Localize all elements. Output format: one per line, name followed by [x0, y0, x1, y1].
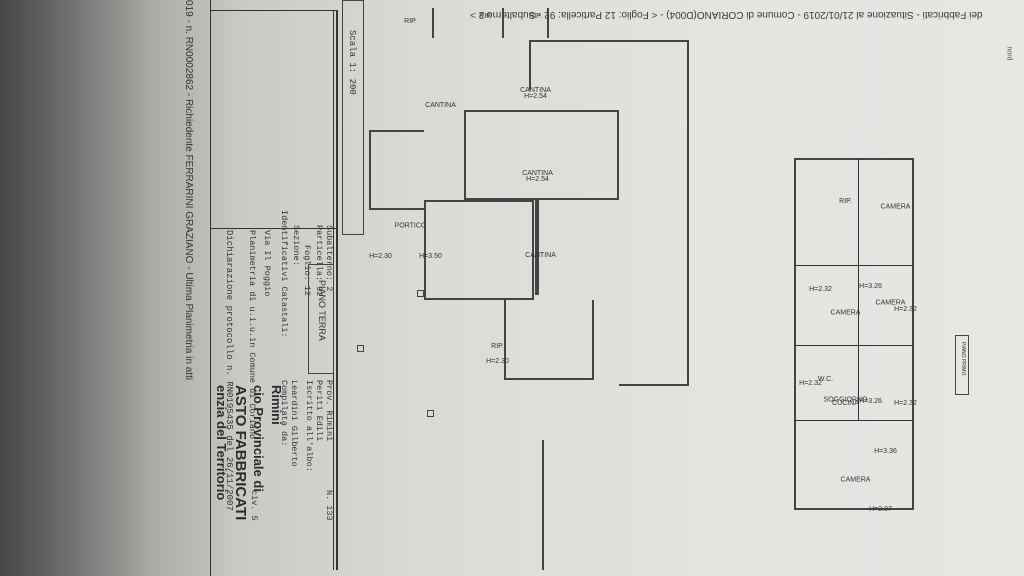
first-camera-d-label: CAMERA [840, 476, 871, 484]
ground-rip-stub [432, 8, 434, 38]
first-camera-d-height2: H=2.07 [869, 505, 892, 513]
ground-rip-stub [547, 8, 549, 38]
header-frame-bottom [210, 0, 211, 576]
ground-wall-outer [529, 40, 689, 90]
first-floor-label: PIANO PRIMO [960, 342, 966, 376]
ground-rip-stub [502, 8, 504, 38]
first-camera-d-height1: H=3.36 [874, 447, 897, 455]
sezione-text: Sezione: [291, 225, 301, 266]
plan-marker [357, 345, 364, 352]
first-floor-partition [794, 345, 914, 346]
compiler-registered: Iscritto all'albo: [304, 380, 314, 472]
h230-label: H=2.30 [369, 252, 392, 260]
h350-label: H=3.50 [419, 252, 442, 260]
first-camera-a-label: CAMERA [880, 203, 911, 211]
compiler-number: N. 133 [324, 490, 334, 521]
first-floor-partition [858, 265, 859, 345]
rip-bottom-height: H=2.30 [486, 357, 509, 365]
requester-line: 019 - n. RN0002862 - Richiedente FERRARI… [183, 0, 194, 381]
planimetry-text: Planimetria di u.i.u.in Comune di Corian… [247, 230, 257, 440]
header-vertical [210, 10, 338, 11]
rip-bottom-label: RIP. [491, 342, 504, 350]
first-floor-partition [794, 265, 914, 266]
first-camera-b-height: H=2.32 [809, 285, 832, 293]
first-camera-c-height1: H=3.26 [859, 282, 882, 290]
first-soggiorno-height3: H=2.32 [894, 399, 917, 407]
ground-rip-bottom-box [542, 440, 544, 570]
ground-room-cantina-b [444, 200, 594, 290]
rip-top-right-label: RIP. [404, 17, 417, 25]
rip-top-mid-label: RIP. [479, 12, 492, 20]
civic-text: civ. 5 [249, 490, 259, 521]
compiler-register: Periti Edili [314, 380, 324, 442]
cantina-a-height: H=2.54 [524, 92, 547, 100]
ground-right-walls [504, 300, 594, 380]
portico-label: PORTICO [394, 222, 427, 230]
cantina-c-height: H=2.54 [526, 175, 549, 183]
compiler-title: Compilata da: [279, 380, 289, 447]
first-floor-partition [794, 420, 914, 421]
declaration-text: Dichiarazione protocollo n. RN0195435 de… [224, 230, 234, 511]
cantina-d-label: CANTINA [525, 251, 556, 259]
identifiers-title: Identificativi Catastali: [279, 210, 289, 338]
ground-wall-outer [619, 86, 689, 386]
compiler-name: Leardini Gilberto [289, 380, 299, 467]
first-floor-partition [858, 158, 859, 268]
first-floor-partition [858, 345, 859, 420]
first-cucina-label: CUCINA [832, 399, 859, 407]
header-frame-line [336, 10, 338, 570]
first-floor-outer [794, 158, 914, 510]
address-text: Via Il Poggio [262, 230, 272, 297]
compiler-province: Prov. Rimini [324, 380, 334, 442]
ground-floor-label: PIANO TERRA [317, 280, 327, 341]
rip-top-left-label: RIP. [529, 12, 542, 20]
plan-marker [427, 410, 434, 417]
first-camera-b-label: CAMERA [830, 309, 861, 317]
plan-marker [417, 290, 424, 297]
scale-text: Scala 1: 200 [347, 30, 357, 95]
first-soggiorno-height2: H=3.26 [859, 397, 882, 405]
first-soggiorno-height1: H=2.32 [799, 379, 822, 387]
first-rip-label: RIP. [839, 197, 852, 205]
first-camera-c-height2: H=2.32 [894, 305, 917, 313]
page-shadow [0, 0, 150, 576]
ground-room-cantina-a [464, 110, 619, 200]
cantina-b-label: CANTINA [425, 101, 456, 109]
ground-room-cantina-d [369, 130, 424, 210]
